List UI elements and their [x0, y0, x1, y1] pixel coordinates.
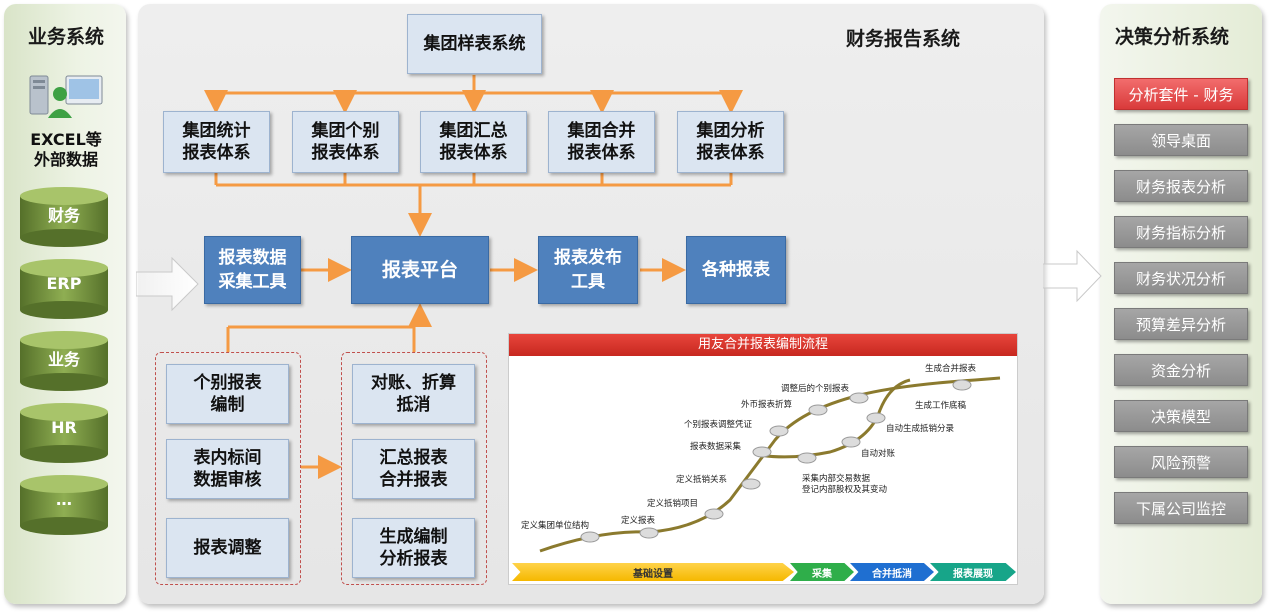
- summary-merge-box: 汇总报表 合并报表: [352, 439, 475, 499]
- flow-step: 报表数据采集: [690, 442, 742, 452]
- computer-user-icon: [26, 70, 106, 120]
- analysis-suite-finance-button[interactable]: 分析套件 - 财务: [1114, 78, 1248, 110]
- financial-report-title: 财务报告系统: [846, 28, 961, 50]
- flow-step: 个别报表调整凭证: [684, 420, 753, 430]
- decision-analysis-title: 决策分析系统: [1115, 26, 1230, 48]
- various-reports-box: 各种报表: [686, 236, 786, 304]
- flow-step: 调整后的个别报表: [781, 384, 850, 394]
- flow-step: 自动生成抵销分录: [886, 424, 955, 434]
- flow-step: 外币报表折算: [741, 400, 793, 410]
- right-process-group: [341, 352, 487, 585]
- fund-analysis-button[interactable]: 资金分析: [1114, 354, 1248, 386]
- source-label: HR: [51, 418, 77, 437]
- group-individual-report-box: 集团个别 报表体系: [292, 111, 399, 173]
- group-analysis-report-box: 集团分析 报表体系: [677, 111, 784, 173]
- source-db-business: 业务: [18, 330, 110, 392]
- source-db-hr: HR: [18, 402, 110, 464]
- leader-desktop-button[interactable]: 领导桌面: [1114, 124, 1248, 156]
- stage-collect: 采集: [790, 563, 854, 581]
- group-consolidated-report-box: 集团合并 报表体系: [548, 111, 655, 173]
- data-audit-box: 表内标间 数据审核: [166, 439, 289, 499]
- flow-step: 自动对账: [861, 449, 896, 459]
- output-arrow-icon: [1042, 249, 1103, 307]
- reconcile-box: 对账、折算 抵消: [352, 364, 475, 424]
- data-collection-tool-box: 报表数据 采集工具: [204, 236, 301, 304]
- subsidiary-monitor-button[interactable]: 下属公司监控: [1114, 492, 1248, 524]
- flow-step: 生成工作底稿: [915, 401, 967, 411]
- input-arrow-icon: [135, 256, 200, 316]
- report-platform-box: 报表平台: [351, 236, 489, 304]
- stage-base-setup: 基础设置: [512, 563, 794, 581]
- business-systems-title: 业务系统: [28, 26, 105, 48]
- financial-indicator-analysis-button[interactable]: 财务指标分析: [1114, 216, 1248, 248]
- report-publish-tool-box: 报表发布 工具: [538, 236, 638, 304]
- stage-report-display: 报表展现: [930, 563, 1016, 581]
- source-label: 业务: [47, 350, 80, 369]
- inset-title: 用友合并报表编制流程: [509, 334, 1017, 356]
- source-db-finance: 财务: [18, 186, 110, 248]
- individual-report-prep-box: 个别报表 编制: [166, 364, 289, 424]
- flow-step: 登记内部股权及其变动: [802, 485, 888, 495]
- source-label: ERP: [46, 274, 82, 293]
- group-summary-report-box: 集团汇总 报表体系: [420, 111, 527, 173]
- decision-model-button[interactable]: 决策模型: [1114, 400, 1248, 432]
- source-label: …: [56, 490, 72, 509]
- financial-statement-analysis-button[interactable]: 财务报表分析: [1114, 170, 1248, 202]
- flow-step: 定义集团单位结构: [521, 521, 590, 531]
- flow-step: 定义抵销关系: [676, 475, 728, 485]
- group-stat-report-box: 集团统计 报表体系: [163, 111, 270, 173]
- stage-merge-offset: 合并抵消: [850, 563, 934, 581]
- source-db-more: …: [18, 474, 110, 536]
- consolidation-flow-inset: 用友合并报表编制流程: [508, 333, 1018, 585]
- source-label: 财务: [47, 206, 80, 225]
- flow-step: 定义抵销项目: [647, 499, 699, 509]
- financial-status-analysis-button[interactable]: 财务状况分析: [1114, 262, 1248, 294]
- group-template-system-box: 集团样表系统: [407, 14, 542, 74]
- generate-analysis-box: 生成编制 分析报表: [352, 518, 475, 578]
- budget-variance-analysis-button[interactable]: 预算差异分析: [1114, 308, 1248, 340]
- left-process-group: [155, 352, 301, 585]
- flow-step: 采集内部交易数据: [802, 474, 871, 484]
- flow-step: 定义报表: [621, 516, 656, 526]
- source-db-erp: ERP: [18, 258, 110, 320]
- external-data-label: EXCEL等 外部数据: [30, 130, 102, 169]
- report-adjust-box: 报表调整: [166, 518, 289, 578]
- flow-step: 生成合并报表: [925, 364, 977, 374]
- risk-warning-button[interactable]: 风险预警: [1114, 446, 1248, 478]
